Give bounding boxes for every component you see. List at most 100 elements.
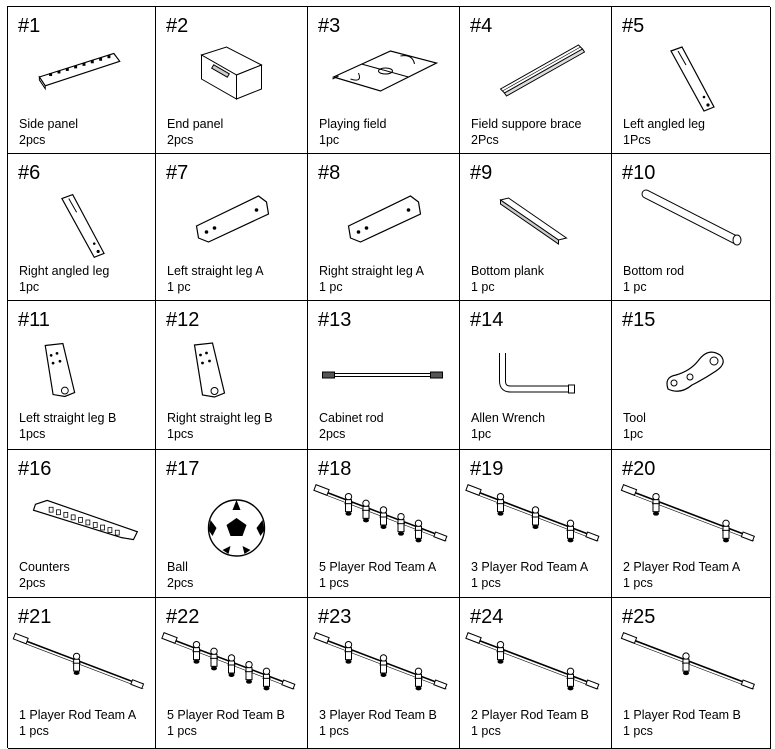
- part-number: #19: [470, 458, 504, 480]
- part-quantity: 1pc: [471, 427, 492, 441]
- part-name: Bottom plank: [471, 264, 544, 278]
- part-number: #18: [318, 458, 352, 480]
- bottom-rod-icon: [612, 184, 770, 264]
- part-number: #11: [18, 309, 50, 331]
- straight-leg-b-icon: [8, 331, 155, 411]
- part-quantity: 1 pc: [623, 280, 647, 294]
- part-quantity: 1pc: [19, 280, 40, 294]
- angled-leg-icon: [8, 184, 155, 264]
- part-cell: #18 5 Player Rod Team A 1 pcs: [308, 450, 460, 598]
- part-name: Field suppore brace: [471, 117, 582, 131]
- part-number: #13: [318, 309, 352, 331]
- part-number: #15: [622, 309, 656, 331]
- part-name: 1 Player Rod Team A: [19, 708, 137, 722]
- part-name: 5 Player Rod Team A: [319, 560, 437, 574]
- player-rod-icon: [308, 628, 459, 708]
- part-number: #4: [470, 15, 493, 37]
- angled-leg-icon: [612, 37, 770, 117]
- part-quantity: 1 pcs: [471, 576, 501, 590]
- part-number: #10: [622, 162, 656, 184]
- cabinet-rod-icon: [308, 331, 459, 411]
- tool-icon: [612, 331, 770, 411]
- part-name: 3 Player Rod Team B: [319, 708, 437, 722]
- player-rod-icon: [612, 480, 770, 560]
- part-number: #2: [166, 15, 189, 37]
- ball-icon: [156, 480, 307, 560]
- part-quantity: 1 pcs: [471, 724, 501, 738]
- player-rod-icon: [8, 628, 155, 708]
- part-quantity: 2pcs: [167, 133, 194, 147]
- part-quantity: 2pcs: [19, 576, 46, 590]
- part-number: #1: [18, 15, 41, 37]
- allen-wrench-icon: [460, 331, 611, 411]
- part-number: #7: [166, 162, 189, 184]
- player-rod-icon: [308, 480, 459, 560]
- part-name: 2 Player Rod Team A: [623, 560, 741, 574]
- part-cell: #19 3 Player Rod Team A 1 pcs: [460, 450, 612, 598]
- part-number: #12: [166, 309, 200, 331]
- player-rod-icon: [460, 480, 611, 560]
- part-number: #23: [318, 606, 352, 628]
- part-quantity: 2pcs: [19, 133, 46, 147]
- part-name: Left angled leg: [623, 117, 706, 131]
- part-name: Left straight leg A: [167, 264, 264, 278]
- part-number: #6: [18, 162, 41, 184]
- part-name: 2 Player Rod Team B: [471, 708, 589, 722]
- part-name: 5 Player Rod Team B: [167, 708, 285, 722]
- player-rod-icon: [156, 628, 307, 708]
- part-quantity: 1 pcs: [623, 576, 653, 590]
- bottom-plank-icon: [460, 184, 611, 264]
- part-quantity: 1pcs: [167, 427, 194, 441]
- part-name: Right straight leg A: [319, 264, 424, 278]
- part-name: Allen Wrench: [471, 411, 546, 425]
- part-name: 3 Player Rod Team A: [471, 560, 589, 574]
- part-name: Left straight leg B: [19, 411, 117, 425]
- part-quantity: 1 pcs: [19, 724, 49, 738]
- part-cell: #23 3 Player Rod Team B 1 pcs: [308, 598, 460, 749]
- counters-icon: [8, 480, 155, 560]
- part-name: Right angled leg: [19, 264, 110, 278]
- part-name: Right straight leg B: [167, 411, 273, 425]
- part-quantity: 2pcs: [167, 576, 194, 590]
- part-number: #20: [622, 458, 656, 480]
- part-cell: #21 1 Player Rod Team A 1 pcs: [8, 598, 156, 749]
- part-quantity: 1pc: [623, 427, 644, 441]
- straight-leg-a-icon: [308, 184, 459, 264]
- side-panel-icon: [8, 37, 155, 117]
- straight-leg-b-icon: [156, 331, 307, 411]
- part-quantity: 1 pcs: [319, 724, 349, 738]
- part-quantity: 1pc: [319, 133, 340, 147]
- part-cell: #20 2 Player Rod Team A 1 pcs: [612, 450, 771, 598]
- part-quantity: 1 pcs: [167, 724, 197, 738]
- part-quantity: 1 pc: [167, 280, 191, 294]
- part-number: #5: [622, 15, 645, 37]
- part-quantity: 1 pcs: [319, 576, 349, 590]
- part-name: Cabinet rod: [319, 411, 384, 425]
- player-rod-icon: [612, 628, 770, 708]
- part-number: #21: [18, 606, 52, 628]
- part-number: #25: [622, 606, 656, 628]
- part-number: #17: [166, 458, 200, 480]
- playing-field-icon: [308, 37, 459, 117]
- part-quantity: 2pcs: [319, 427, 346, 441]
- part-number: #8: [318, 162, 341, 184]
- part-quantity: 1 pc: [471, 280, 495, 294]
- brace-icon: [460, 37, 611, 117]
- end-panel-icon: [156, 37, 307, 117]
